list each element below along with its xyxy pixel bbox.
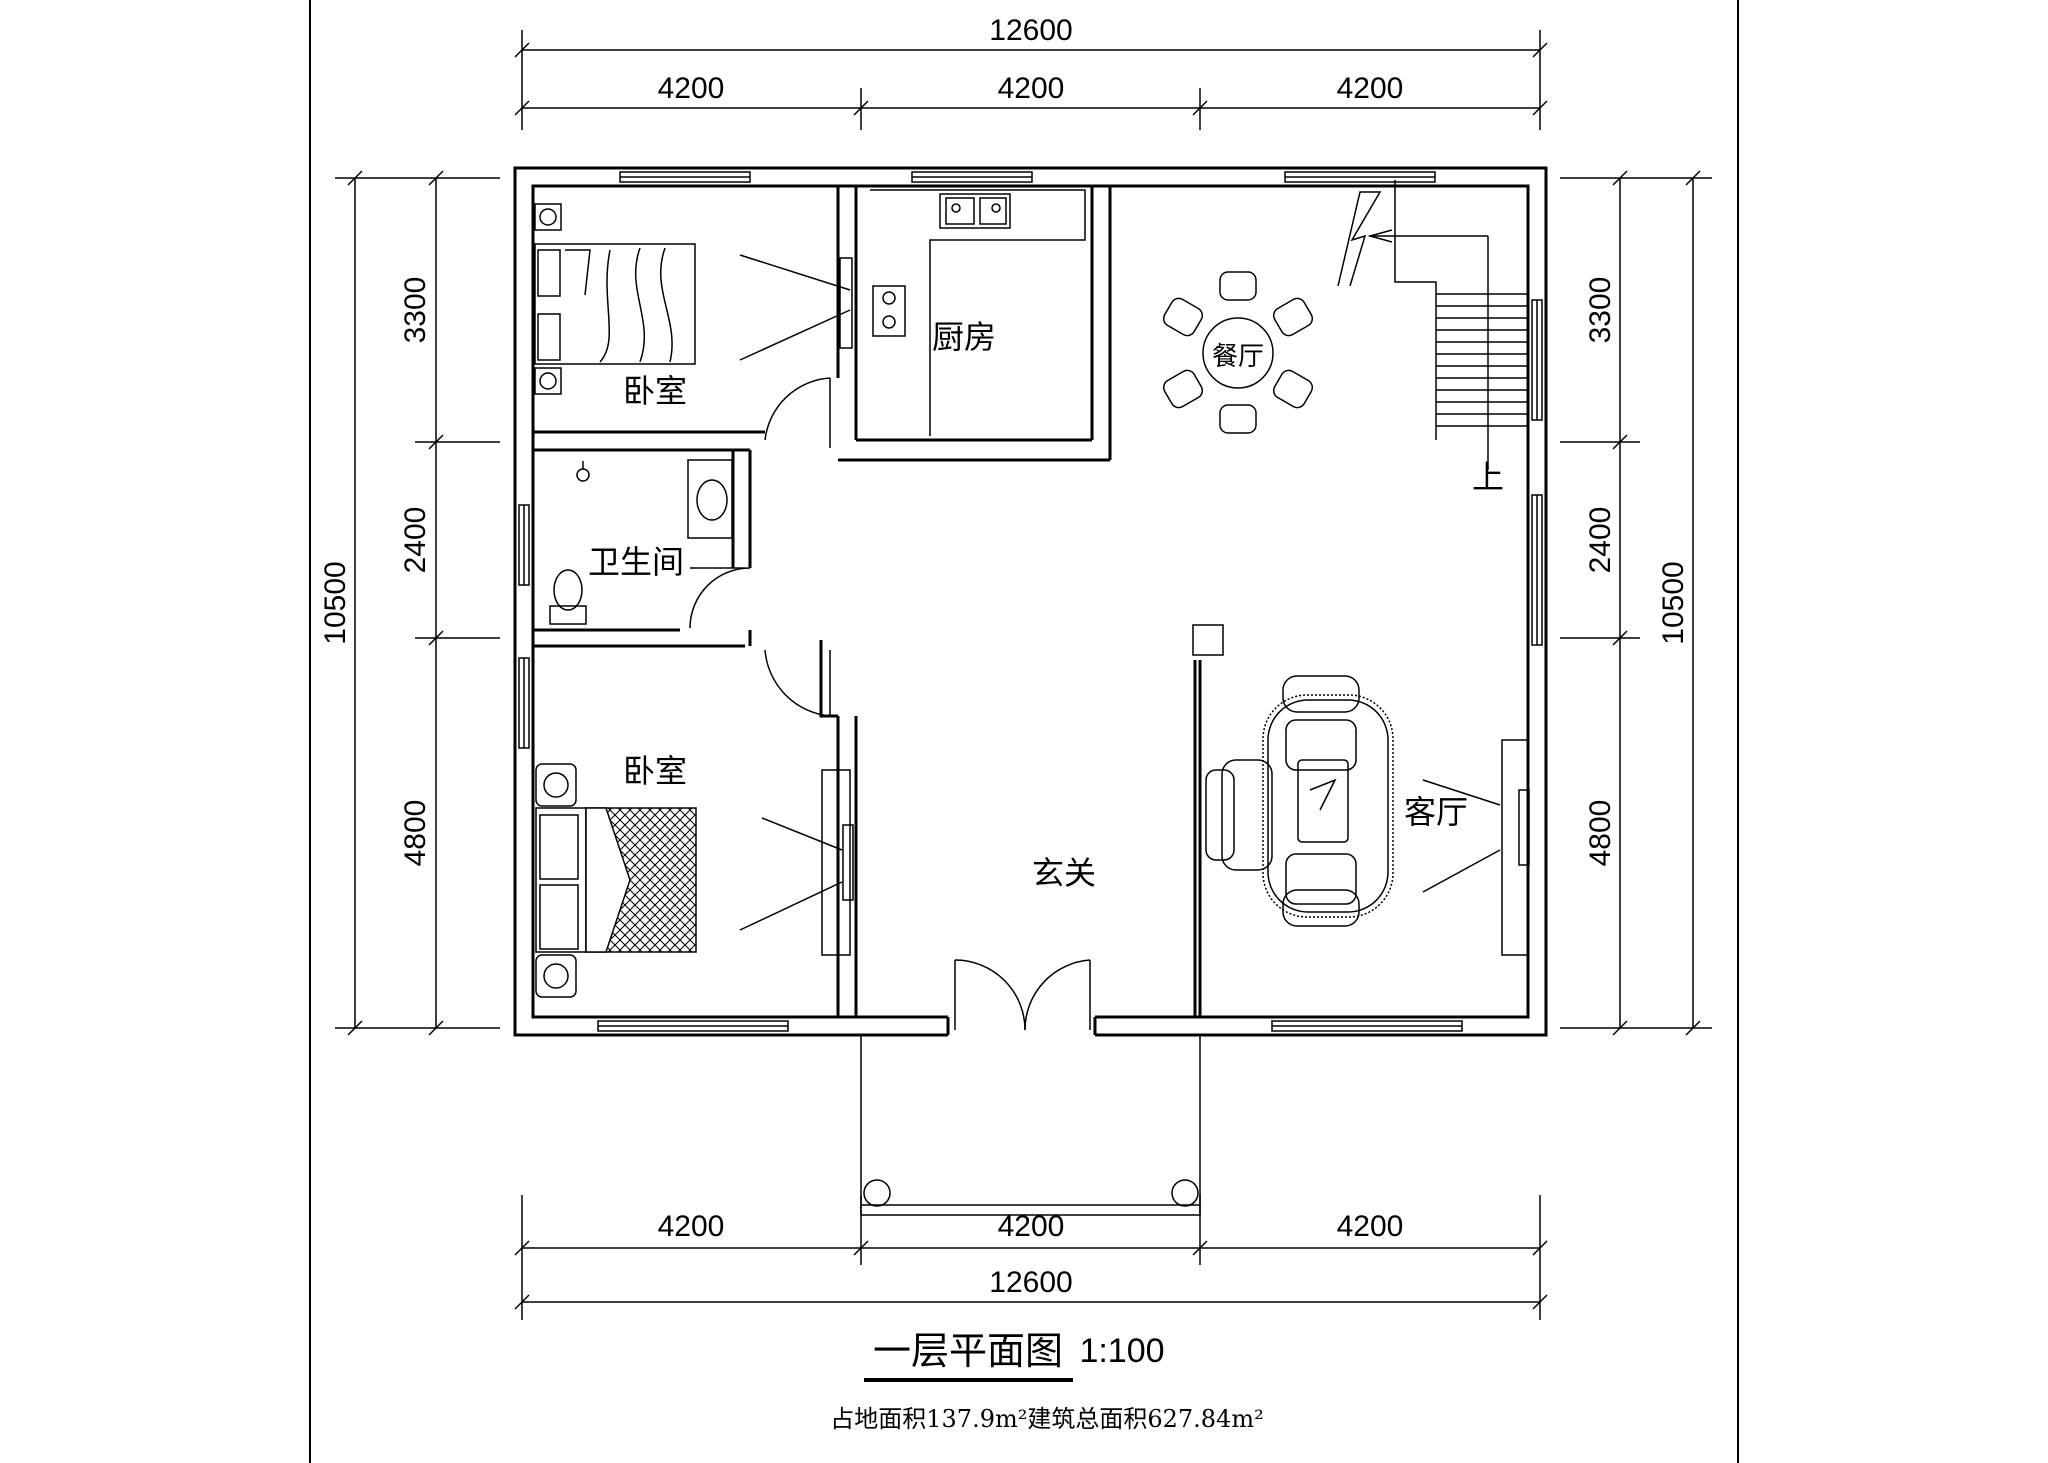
bottom-dimensions [514,1195,1548,1320]
bedroom-bottom-furniture [535,763,854,998]
bedroom-top-furniture [534,203,853,395]
right-dimension-3: 4800 [1584,800,1617,867]
room-label-dining: 餐厅 [1212,342,1264,372]
top-dimension-2: 4200 [998,72,1065,105]
room-label-bedroom-bottom: 卧室 [623,752,687,790]
living-room-furniture [1205,675,1530,956]
stair-up-label: 上 [1472,458,1504,496]
dining-table [1162,271,1314,434]
left-dimension-3: 4800 [399,800,432,867]
column [1192,624,1224,656]
top-dimensions [514,30,1548,130]
room-label-bedroom-top: 卧室 [623,372,687,410]
porch [860,1035,1201,1216]
room-label-kitchen: 厨房 [932,318,996,356]
bottom-dimension-3: 4200 [1337,1210,1404,1243]
right-dimension-1: 3300 [1584,277,1617,344]
bathroom-fixtures [549,459,733,625]
right-total-dimension: 10500 [1657,561,1690,644]
exterior-walls [513,166,1548,1037]
room-label-living: 客厅 [1404,793,1468,831]
room-label-entrance: 玄关 [1032,854,1096,892]
left-total-dimension: 10500 [319,561,352,644]
right-dimension-2: 2400 [1584,507,1617,574]
room-label-bathroom: 卫生间 [588,543,684,581]
left-dimensions [335,170,500,1036]
top-dimension-3: 4200 [1337,72,1404,105]
area-note: 占地面积137.9m²建筑总面积627.84m² [830,1405,1263,1433]
drawing-title: 一层平面图 [873,1329,1063,1373]
windows [518,171,1543,1032]
top-total-dimension: 12600 [989,14,1072,47]
drawing-scale: 1:100 [1079,1332,1164,1370]
interior-walls [533,186,1202,1019]
left-dimension-2: 2400 [399,507,432,574]
right-dimensions [1560,170,1712,1036]
bottom-total-dimension: 12600 [989,1266,1072,1299]
stairs [1337,180,1528,470]
bottom-dimension-1: 4200 [658,1210,725,1243]
kitchen-fixtures [870,189,1093,436]
left-dimension-1: 3300 [399,277,432,344]
doors [689,377,1091,1031]
top-dimension-1: 4200 [658,72,725,105]
